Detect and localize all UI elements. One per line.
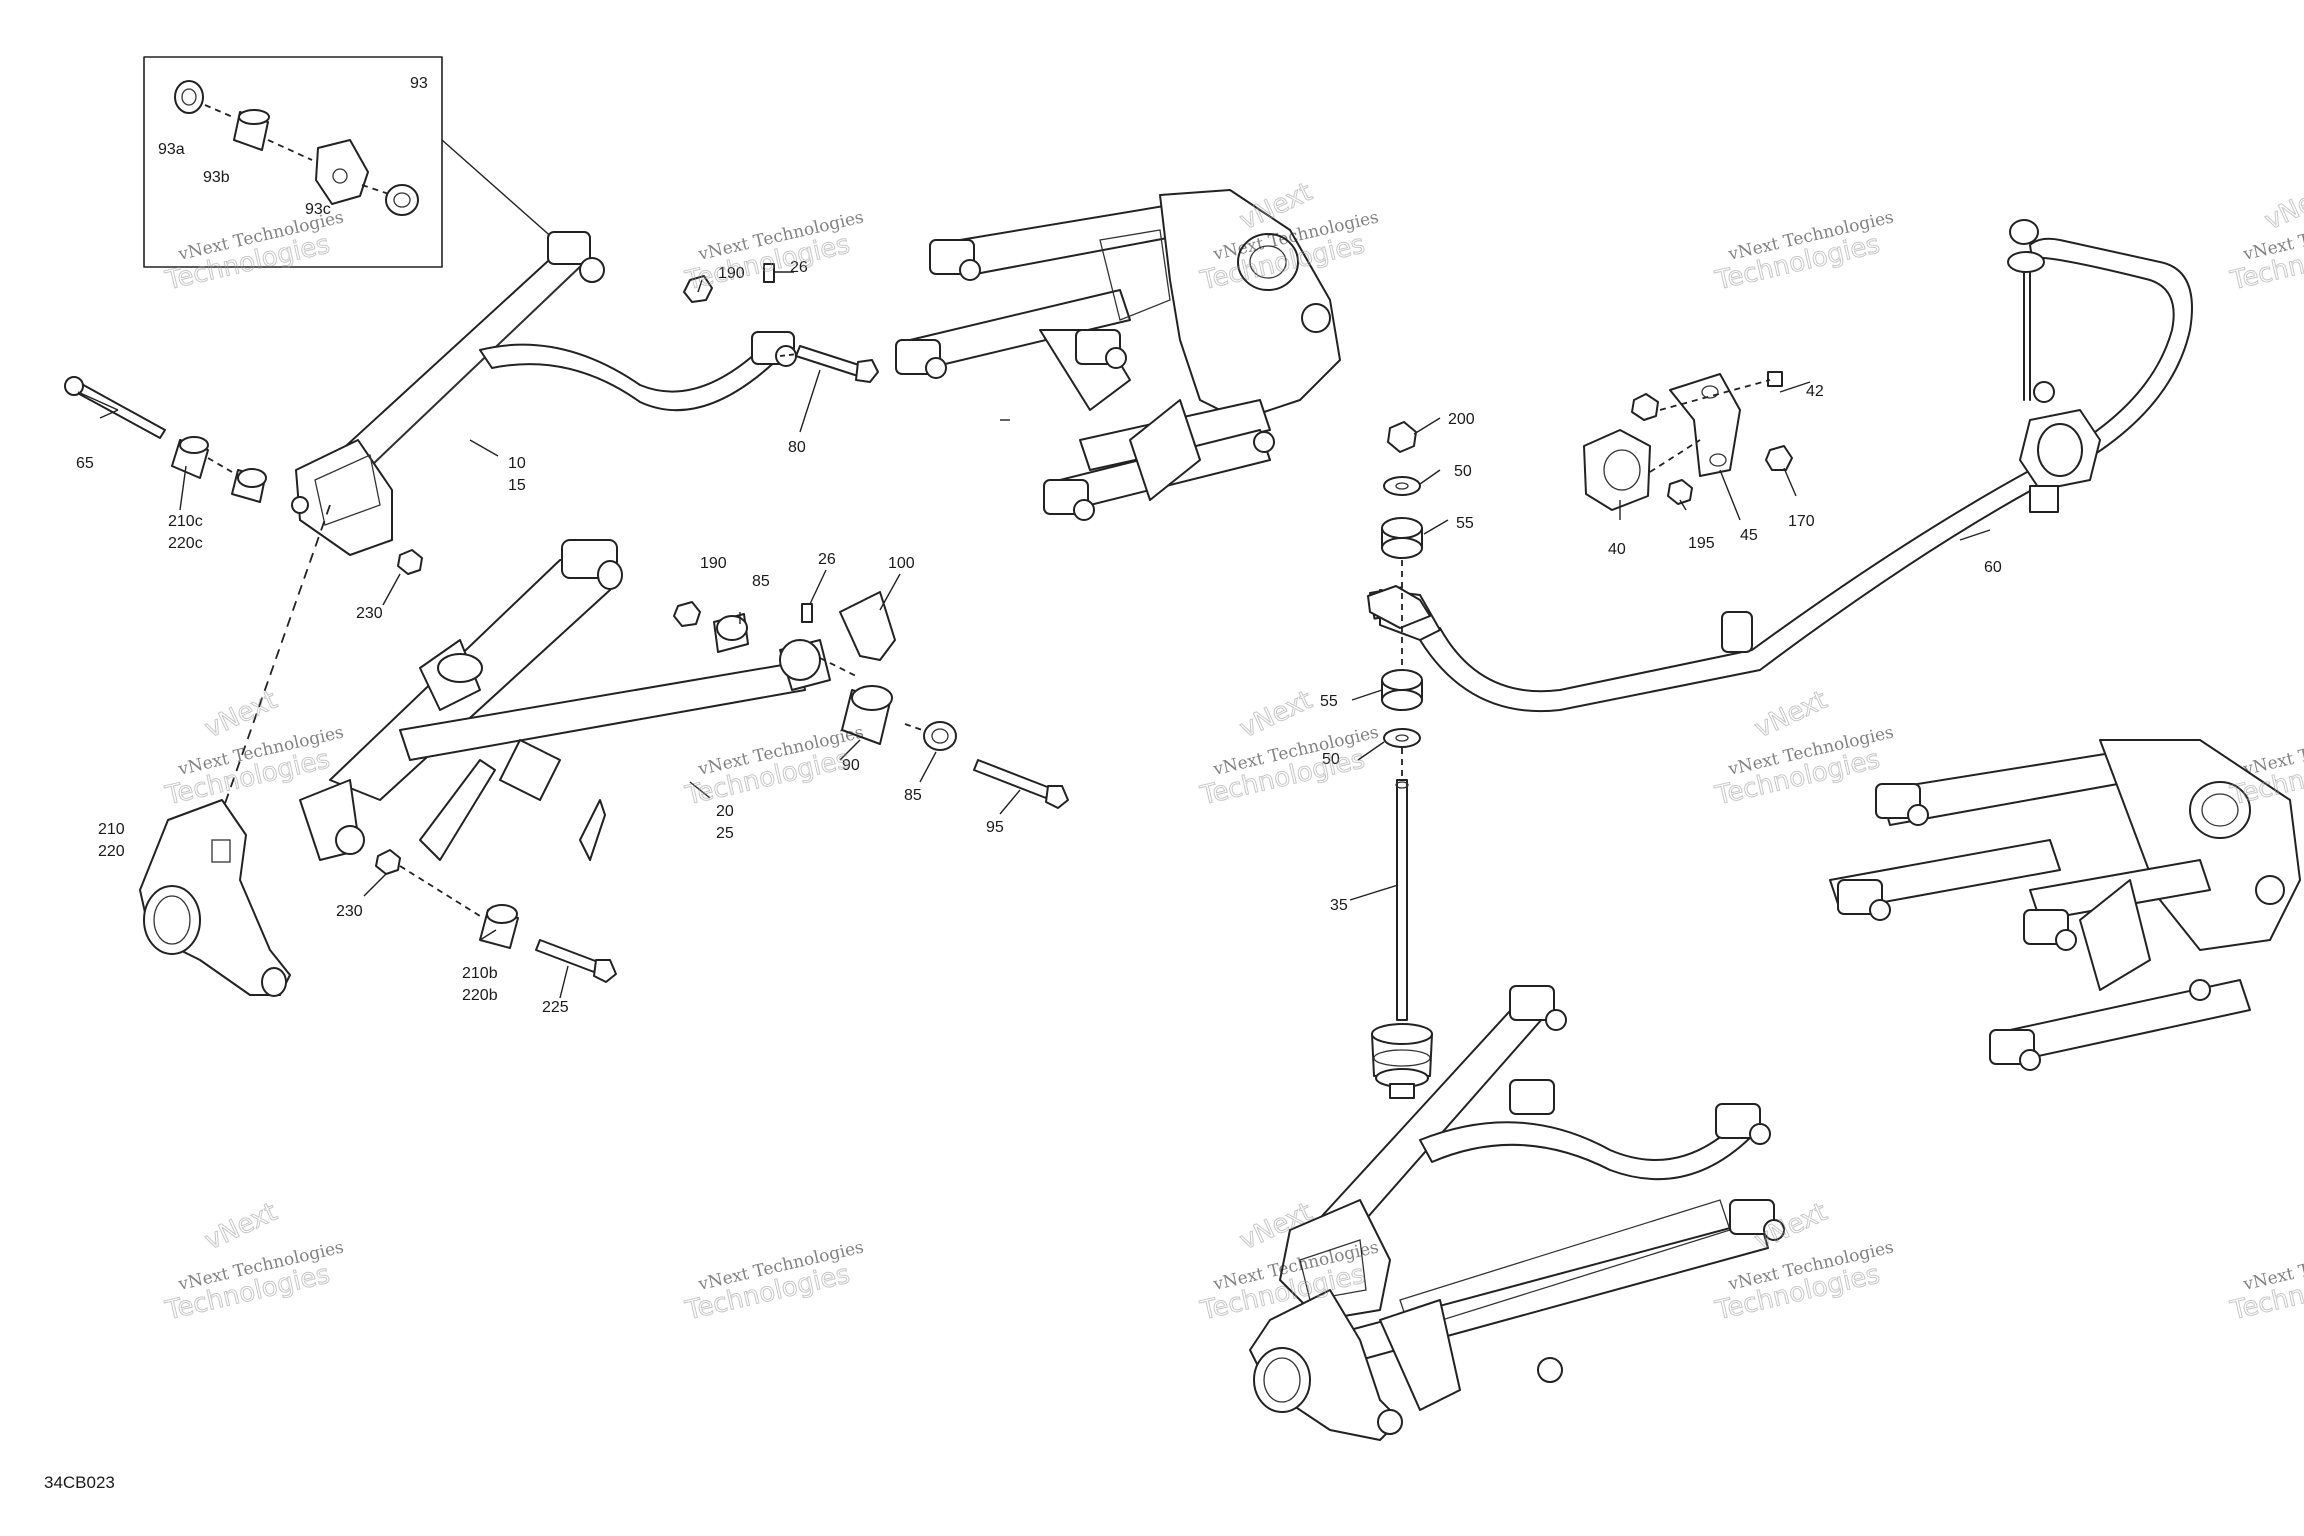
callout-label: 93a (158, 141, 185, 158)
callout-label: 50 (1454, 463, 1472, 480)
callout-label: 190 (700, 555, 727, 572)
assembled-suspension-bottom (1249, 985, 1785, 1441)
callout-label: 210c (168, 513, 203, 530)
callout-label: 55 (1320, 693, 1338, 710)
callout-label: 40 (1608, 541, 1626, 558)
callout-label: 80 (788, 439, 806, 456)
callout-label: 26 (790, 259, 808, 276)
callout-label: 65 (76, 455, 94, 472)
callout-label: 10 (508, 455, 526, 472)
watermark-fragment: vNext (1750, 685, 1832, 744)
callout-label: 55 (1456, 515, 1474, 532)
callout-label: 220c (168, 535, 203, 552)
callout-label: 42 (1806, 383, 1824, 400)
callout-label: 200 (1448, 411, 1475, 428)
shock-mount-stack (1367, 421, 1433, 1099)
watermark-fragment: vNext (200, 1197, 282, 1256)
bar-clamp-hardware (1583, 371, 1793, 511)
knuckle-210-220 (139, 799, 291, 997)
callout-label: 93c (305, 201, 331, 218)
callout-label: 20 (716, 803, 734, 820)
callout-label: 210b (462, 965, 498, 982)
bolt-65-group (64, 376, 267, 503)
callout-labels: 93 93a 93b 93c 190 26 80 65 10 15 210c 2… (76, 75, 2002, 1016)
callout-label: 85 (752, 573, 770, 590)
upper-a-arm-10-15 (291, 231, 797, 556)
callout-label: 35 (1330, 897, 1348, 914)
callout-label: 93b (203, 169, 230, 186)
callout-label: 225 (542, 999, 569, 1016)
callout-label: 15 (508, 477, 526, 494)
callout-label: 90 (842, 757, 860, 774)
callout-label: 210 (98, 821, 125, 838)
callout-label: 170 (1788, 513, 1815, 530)
stabilizer-bar-60 (1368, 219, 2193, 713)
callout-label: 50 (1322, 751, 1340, 768)
callout-label: 25 (716, 825, 734, 842)
callout-label: 230 (356, 605, 383, 622)
callout-label: 190 (718, 265, 745, 282)
callout-leaders (77, 271, 1991, 999)
lower-arm-bottom-hardware (375, 849, 617, 983)
watermark-fragment: vNext (200, 685, 282, 744)
callout-label: 230 (336, 903, 363, 920)
callout-label: 60 (1984, 559, 2002, 576)
ball-joint-hardware (683, 263, 879, 383)
callout-label: 45 (1740, 527, 1758, 544)
assembly-line-knuckle (221, 504, 331, 813)
nut-230-upper (397, 549, 423, 575)
detail-box-93 (143, 56, 556, 268)
callout-label: 100 (888, 555, 915, 572)
watermark-fragment: vNext (1235, 685, 1317, 744)
callout-label: 95 (986, 819, 1004, 836)
callout-label: 220 (98, 843, 125, 860)
callout-label: 85 (904, 787, 922, 804)
drawing-code: 34CB023 (44, 1473, 115, 1492)
assembled-suspension-top (895, 189, 1341, 521)
callout-label: 93 (410, 75, 428, 92)
lower-a-arm-20-25 (299, 539, 831, 861)
callout-label: 195 (1688, 535, 1715, 552)
watermark-fragment: vNext (2260, 177, 2304, 236)
assembled-suspension-right (1829, 739, 2301, 1071)
callout-label: 220b (462, 987, 498, 1004)
callout-label: 26 (818, 551, 836, 568)
